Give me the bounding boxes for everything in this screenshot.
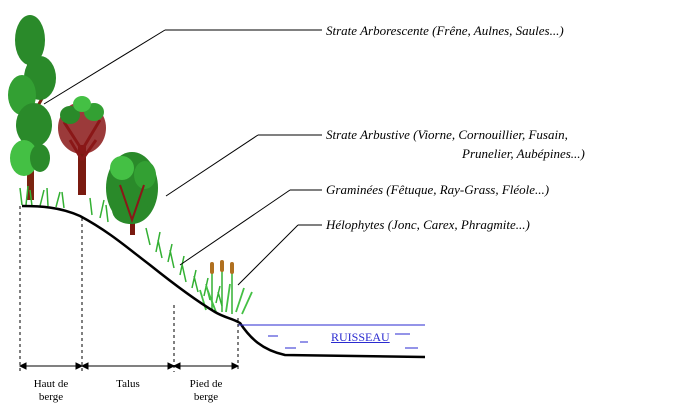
label-helophytes: Hélophytes (Jonc, Carex, Phragmite...)	[326, 217, 530, 232]
water-icon	[238, 324, 425, 349]
reed-icon	[199, 260, 253, 315]
zone-talus: Talus	[82, 378, 174, 391]
grass-icon	[19, 185, 223, 307]
zone-haut-line2: berge	[38, 391, 64, 403]
shrub-icon	[106, 152, 158, 235]
zone-arrows	[18, 362, 240, 370]
label-ruisseau: RUISSEAU	[331, 330, 390, 344]
bank-profile	[21, 204, 426, 359]
zone-haut-line1: Haut de	[33, 378, 69, 390]
label-strate-arborescente: Strate Arborescente (Frêne, Aulnes, Saul…	[326, 23, 564, 38]
zone-talus-label: Talus	[116, 378, 140, 390]
zone-pied-de-berge: Pied de berge	[174, 378, 238, 404]
willow-shrub-icon	[58, 96, 106, 195]
zone-pied-line2: berge	[193, 391, 219, 403]
leader-lines	[43, 29, 322, 286]
label-strate-arbustive-line2: Prunelier, Aubépines...)	[462, 146, 585, 161]
label-strate-arbustive-line1: Strate Arbustive (Viorne, Cornouillier, …	[326, 127, 568, 142]
zone-pied-line1: Pied de	[189, 378, 223, 390]
zone-dividers	[19, 206, 239, 372]
label-graminees: Graminées (Fêtuque, Ray-Grass, Fléole...…	[326, 182, 550, 197]
zone-haut-de-berge: Haut de berge	[20, 378, 82, 404]
tall-tree-icon	[8, 15, 56, 200]
